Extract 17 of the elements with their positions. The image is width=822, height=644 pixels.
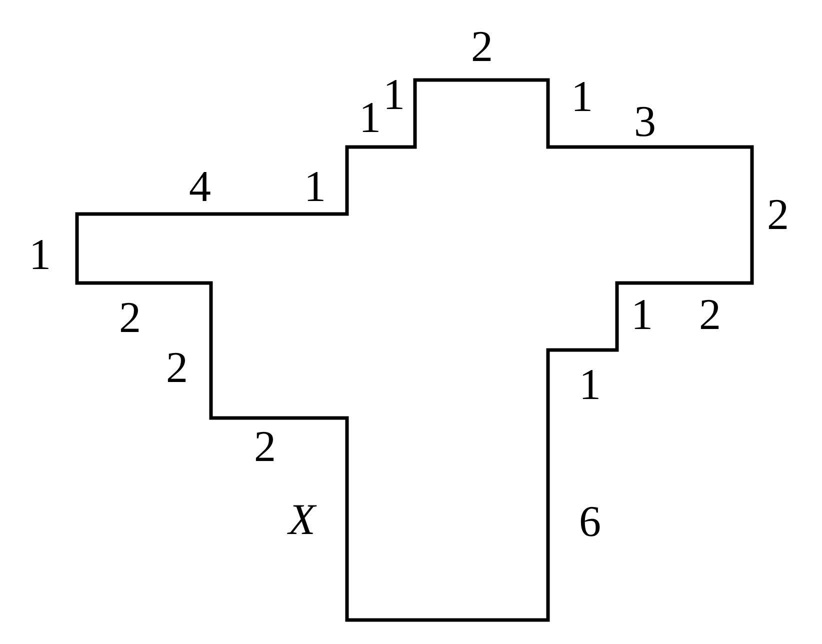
- side-length-label: 1: [359, 96, 381, 140]
- side-length-label: 1: [631, 293, 653, 337]
- side-length-label: 1: [383, 73, 405, 117]
- side-length-label: 2: [471, 25, 493, 69]
- side-length-label: 6: [579, 500, 601, 544]
- side-length-label: 2: [254, 425, 276, 469]
- side-length-label: 1: [579, 363, 601, 407]
- side-length-label: 3: [634, 100, 656, 144]
- side-length-label: 2: [699, 293, 721, 337]
- side-length-label: 2: [166, 346, 188, 390]
- side-length-label: 2: [119, 296, 141, 340]
- side-length-label: 2: [767, 193, 789, 237]
- side-length-label: 1: [571, 75, 593, 119]
- side-length-label: X: [288, 498, 316, 542]
- side-length-label: 1: [304, 165, 326, 209]
- side-length-label: 4: [189, 165, 211, 209]
- side-length-label: 1: [29, 233, 51, 277]
